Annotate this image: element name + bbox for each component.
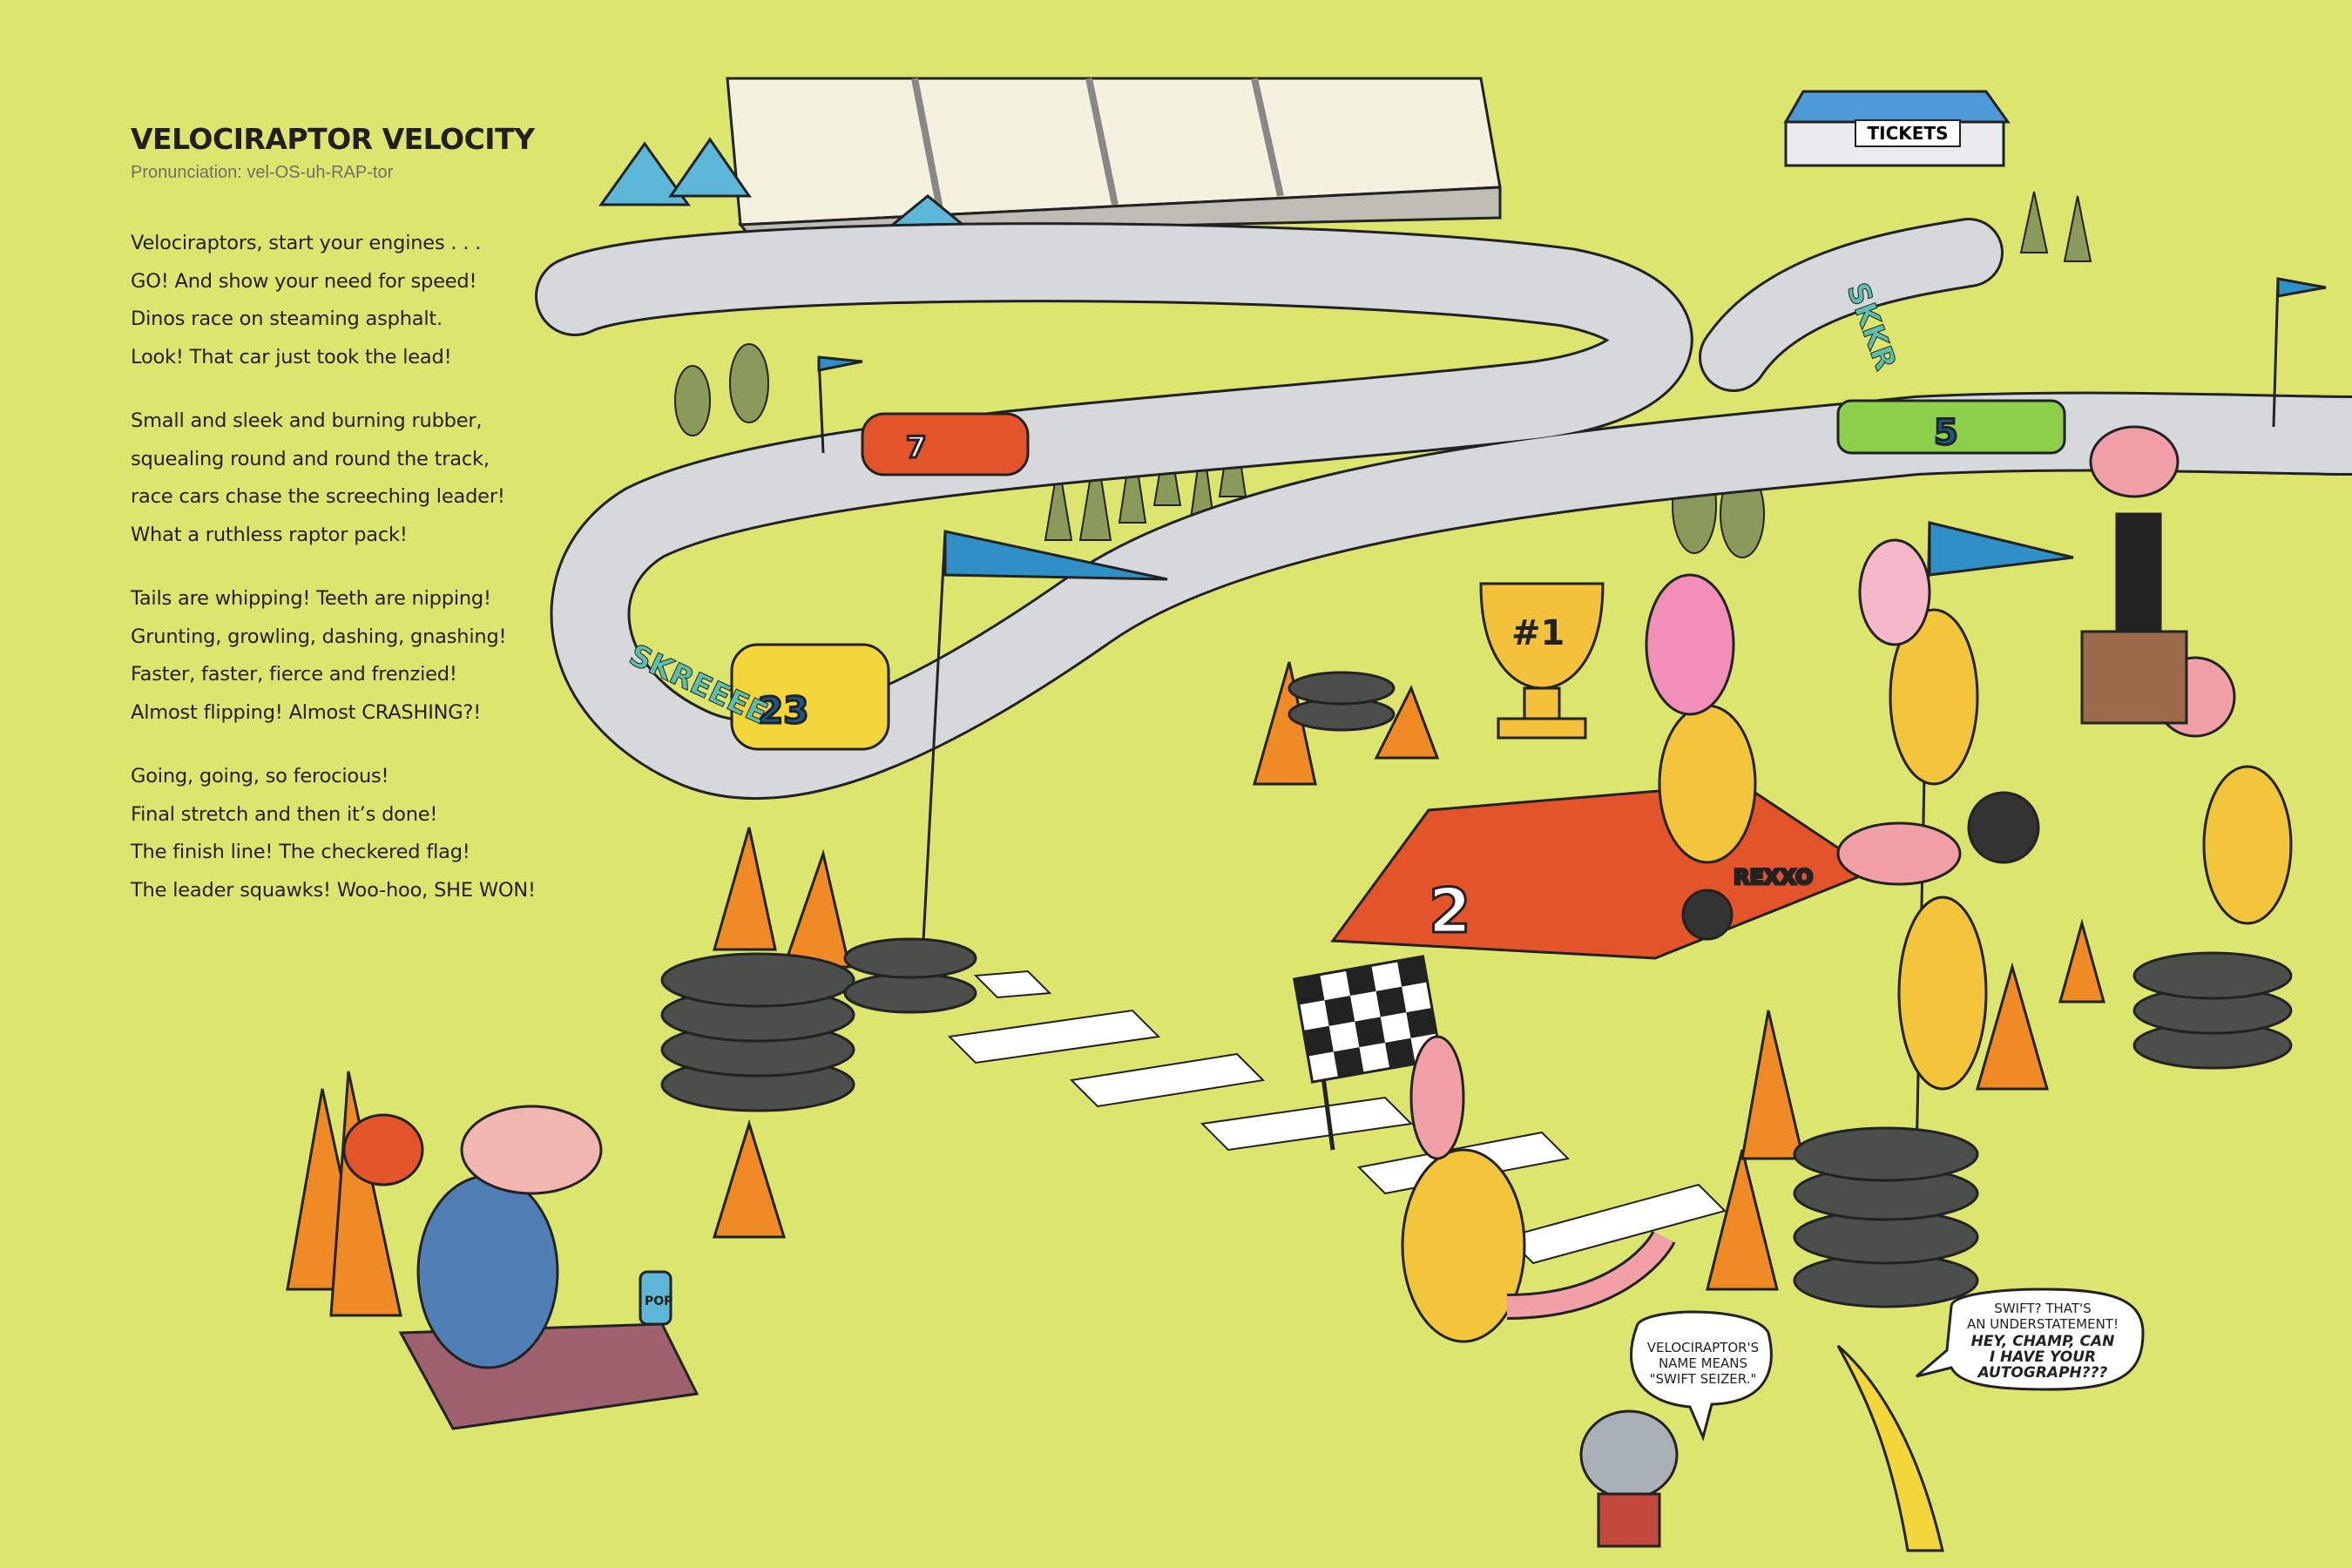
bubble-line: SWIFT? THAT'S <box>1994 1301 2091 1316</box>
poem-line: Small and sleek and burning rubber, <box>131 409 483 432</box>
bubble-line: AUTOGRAPH??? <box>1977 1364 2108 1382</box>
crew-dinos <box>1836 538 2293 1091</box>
bubble-line: AN UNDERSTATEMENT! <box>1967 1316 2119 1332</box>
poem-line: squealing round and round the track, <box>131 447 490 470</box>
poem-line: What a ruthless raptor pack! <box>131 523 408 546</box>
grandstand <box>726 77 1502 237</box>
poem-line: Grunting, growling, dashing, gnashing! <box>131 625 507 648</box>
poem-line: Faster, faster, fierce and frenzied! <box>131 663 457 686</box>
sponsor-logo: REXXO <box>1734 865 1813 889</box>
poem-line: Dinos race on steaming asphalt. <box>131 308 443 330</box>
poem-line: GO! And show your need for speed! <box>131 269 477 293</box>
poem-line: Velociraptors, start your engines . . . <box>131 232 482 254</box>
poem-line: Going, going, so ferocious! <box>131 765 389 787</box>
bubble-line: "SWIFT SEIZER." <box>1650 1371 1757 1387</box>
stanza-3: Tails are whipping! Teeth are nipping! G… <box>131 580 584 732</box>
bubble-line: NAME MEANS <box>1659 1355 1747 1371</box>
pronunciation: Pronunciation: vel-OS-uh-RAP-tor <box>131 163 394 182</box>
poem-line: Tails are whipping! Teeth are nipping! <box>131 587 491 610</box>
bubble-line: VELOCIRAPTOR'S <box>1647 1340 1759 1355</box>
poem-line: The leader squawks! Woo-hoo, SHE WON! <box>131 878 536 902</box>
checkered-flag <box>1292 955 1443 1151</box>
car-number-2: 2 <box>1429 875 1471 947</box>
speech-bubble-autograph: SWIFT? THAT'S AN UNDERSTATEMENT! HEY, CH… <box>1916 1288 2145 1391</box>
triceratops-kid <box>1579 1409 1679 1548</box>
trophy-label: #1 <box>1511 613 1565 653</box>
flag-waver-dino <box>1401 1035 1676 1343</box>
car-number-23: 23 <box>758 689 808 732</box>
stanza-2: Small and sleek and burning rubber, sque… <box>131 402 584 554</box>
race-track <box>535 218 2352 801</box>
speech-bubble-fact: VELOCIRAPTOR'S NAME MEANS "SWIFT SEIZER.… <box>1630 1310 1773 1442</box>
pop-can-label: POP <box>645 1294 672 1308</box>
spectator-dino-in-chair: POP <box>342 1105 700 1430</box>
stanza-4: Going, going, so ferocious! Final stretc… <box>131 758 584 909</box>
poem-line: Look! That car just took the lead! <box>131 345 452 368</box>
tickets-sign: TICKETS <box>1868 123 1949 144</box>
poem-line: The finish line! The checkered flag! <box>131 841 470 863</box>
bubble-line: HEY, CHAMP, CAN <box>1971 1333 2115 1350</box>
trophy: #1 <box>1479 582 1605 740</box>
tickets-booth: TICKETS <box>1783 90 2011 167</box>
car-number-7: 7 <box>906 430 927 465</box>
dinosaur-characters: POP <box>342 425 2293 1552</box>
winner-dino <box>1645 573 1757 864</box>
page-title: VELOCIRAPTOR VELOCITY <box>131 122 535 156</box>
bubble-line: I HAVE YOUR <box>1990 1348 2096 1366</box>
announcer-dino <box>2080 425 2188 725</box>
tire-stacks <box>660 671 2293 1308</box>
car-number-5: 5 <box>1934 413 1958 453</box>
poem-line: Final stretch and then it’s done! <box>131 802 438 826</box>
yellow-pterosaur <box>1836 1344 1944 1552</box>
poem-text-block: VELOCIRAPTOR VELOCITY Pronunciation: vel… <box>131 122 584 909</box>
stanza-1: Velociraptors, start your engines . . . … <box>131 225 584 376</box>
poem-line: race cars chase the screeching leader! <box>131 485 505 508</box>
poem-line: Almost flipping! Almost CRASHING?! <box>131 700 482 724</box>
